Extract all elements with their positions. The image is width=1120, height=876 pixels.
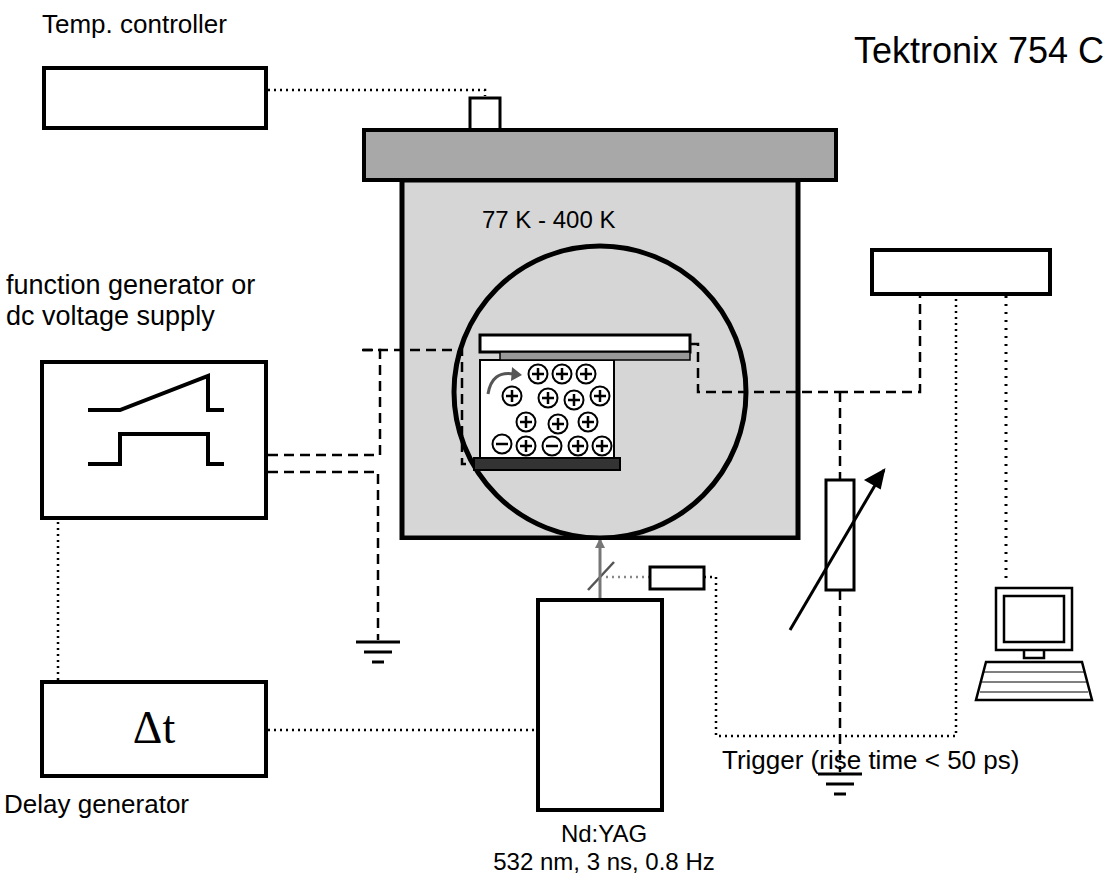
charge-carrier (577, 365, 596, 384)
resistor-symbol (826, 480, 854, 590)
cryostat-knob (470, 98, 500, 130)
charge-carrier (503, 387, 522, 406)
charge-carrier (493, 435, 512, 454)
cryostat-body (402, 180, 798, 538)
delay-generator-box: ΔtDelay generator (40, 680, 268, 778)
charge-carrier (579, 413, 598, 432)
connector (57, 520, 60, 680)
laser-box: Nd:YAG532 nm, 3 ns, 0.8 Hz (536, 598, 664, 812)
bottom-electrode (474, 458, 620, 470)
computer-link (1005, 296, 1008, 582)
computer-icon (976, 588, 1092, 700)
rotation-arrowhead (511, 367, 522, 381)
node-text: Tektronix 754 C (854, 30, 1104, 71)
charge-carrier (553, 365, 572, 384)
ground-symbol (356, 642, 400, 662)
node-text: function generator or dc voltage supply (6, 270, 274, 332)
photodiode (650, 567, 704, 589)
waveform-symbols (44, 364, 264, 516)
charge-carrier (569, 437, 588, 456)
cryostat-drawing (362, 96, 838, 540)
connector (599, 540, 602, 598)
charge-carrier (591, 387, 610, 406)
node-text: 77 K - 400 K (482, 206, 615, 234)
charge-carrier (593, 437, 612, 456)
connector (268, 350, 380, 455)
ground-symbol (818, 774, 862, 794)
pulse-symbol (88, 434, 224, 464)
node-text: Nd:YAG (340, 820, 868, 848)
sample-layer (480, 360, 614, 458)
ramp-symbol (88, 376, 224, 410)
annotation-label: Trigger (rise time < 50 ps) (722, 746, 1019, 776)
variable-arrow (790, 470, 884, 630)
top-electrode (480, 335, 690, 352)
node-text: 532 nm, 3 ns, 0.8 Hz (340, 848, 868, 876)
charge-carrier (543, 437, 562, 456)
function-generator-box: function generator or dc voltage supply (40, 360, 268, 520)
connector (268, 729, 536, 732)
node-text: Delay generator (4, 790, 189, 820)
ground-wire (268, 472, 378, 640)
electrode-layer (500, 352, 690, 360)
charge-carrier (539, 389, 558, 408)
charge-carrier (529, 365, 548, 384)
charge-carrier (565, 391, 584, 410)
charge-carrier (549, 415, 568, 434)
node-text: Temp. controller (42, 10, 227, 40)
rotation-arrow (488, 373, 514, 394)
variable-arrowhead (866, 470, 884, 488)
node-text: Δt (44, 702, 264, 755)
oscilloscope-box: Tektronix 754 C (870, 248, 1052, 296)
connector (268, 90, 485, 96)
splitter-line (606, 576, 650, 579)
sample-wire (362, 350, 474, 464)
connector (838, 296, 920, 392)
charge-carrier (517, 437, 536, 456)
cryostat: 77 K - 400 K (362, 96, 838, 540)
controller-box: Temp. controller (42, 66, 268, 130)
charge-carrier (517, 413, 536, 432)
sample-window (454, 246, 746, 538)
cryostat-lid (364, 130, 836, 180)
sample-wire (690, 344, 838, 392)
